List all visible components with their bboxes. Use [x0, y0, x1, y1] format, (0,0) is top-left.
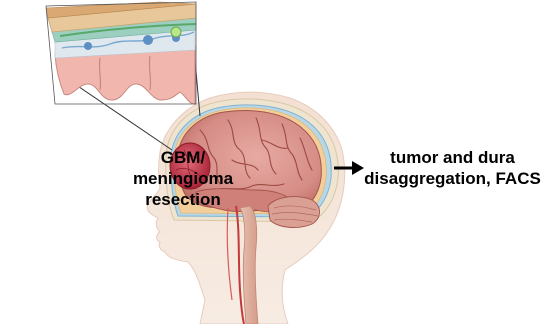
caption-line: tumor and dura [360, 147, 545, 168]
caption-line: disaggregation, FACS [360, 168, 545, 189]
processing-caption: tumor and dura disaggregation, FACS [360, 147, 545, 189]
caption-line: resection [118, 189, 248, 210]
caption-line: GBM/ [118, 147, 248, 168]
meninges-inset [46, 2, 196, 104]
caption-line: meningioma [118, 168, 248, 189]
resection-caption: GBM/ meningioma resection [118, 147, 248, 210]
